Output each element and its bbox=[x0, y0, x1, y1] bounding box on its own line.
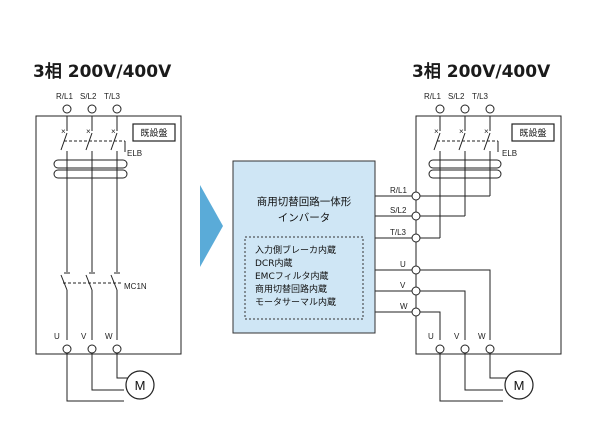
svg-text:×: × bbox=[61, 127, 66, 136]
left-motor-label: M bbox=[135, 378, 146, 393]
left-motor-wire-u bbox=[66, 350, 124, 402]
right-output-node-v bbox=[411, 286, 421, 296]
inverter-box bbox=[232, 160, 376, 334]
right-input-node-t bbox=[411, 233, 421, 243]
right-terminal-v bbox=[460, 344, 470, 354]
right-equipment-label: 既設盤 bbox=[519, 127, 546, 139]
inverter-title-line1: 商用切替回路一体形 bbox=[257, 195, 352, 208]
svg-text:×: × bbox=[484, 127, 489, 136]
left-equipment-label-box bbox=[132, 123, 176, 142]
left-terminal-r-label: R/L1 bbox=[56, 92, 73, 101]
right-terminal-r bbox=[435, 104, 445, 114]
inverter-feature: 商用切替回路内蔵 bbox=[255, 283, 327, 295]
right-panel: 3相 200V/400V R/L1 S/L2 T/L3 既設盤 × × × EL… bbox=[375, 61, 562, 402]
svg-text:×: × bbox=[459, 127, 464, 136]
left-terminal-w-label: W bbox=[105, 332, 113, 341]
left-motor-wire-v bbox=[91, 350, 124, 391]
right-terminal-s-label: S/L2 bbox=[448, 92, 465, 101]
right-input-node-r bbox=[411, 191, 421, 201]
right-output-node-u bbox=[411, 265, 421, 275]
right-motor-label: M bbox=[514, 378, 525, 393]
left-terminal-v bbox=[87, 344, 97, 354]
left-title: 3相 200V/400V bbox=[33, 61, 172, 82]
right-wire-w bbox=[375, 311, 441, 340]
right-terminal-w-label: W bbox=[478, 332, 486, 341]
inverter-input-label-t: T/L3 bbox=[390, 228, 407, 237]
direction-arrow-icon bbox=[200, 185, 223, 267]
right-terminal-s bbox=[460, 104, 470, 114]
left-terminal-u-label: U bbox=[54, 332, 60, 341]
svg-text:×: × bbox=[434, 127, 439, 136]
right-terminal-t bbox=[485, 104, 495, 114]
right-terminal-u bbox=[435, 344, 445, 354]
left-contactor-label: MC1N bbox=[124, 282, 147, 291]
left-terminal-v-label: V bbox=[81, 332, 87, 341]
inverter-feature: EMCフィルタ内蔵 bbox=[255, 270, 329, 282]
svg-text:×: × bbox=[86, 127, 91, 136]
svg-text:×: × bbox=[111, 127, 116, 136]
inverter-output-label-v: V bbox=[400, 281, 406, 290]
left-terminal-r bbox=[62, 104, 72, 114]
right-motor-wire-u bbox=[439, 350, 503, 402]
inverter-title-line2: インバータ bbox=[278, 212, 331, 224]
left-breaker: × × × bbox=[60, 127, 126, 340]
inverter-input-label-r: R/L1 bbox=[390, 186, 407, 195]
right-terminal-w bbox=[485, 344, 495, 354]
right-breaker: × × × bbox=[433, 127, 499, 152]
inverter-feature: 入力側ブレーカ内蔵 bbox=[255, 244, 336, 256]
right-panel-enclosure bbox=[415, 115, 562, 355]
left-terminal-u bbox=[62, 344, 72, 354]
left-terminal-t bbox=[112, 104, 122, 114]
right-equipment-label-box bbox=[511, 123, 555, 142]
right-motor-wire-w bbox=[489, 350, 512, 379]
right-terminal-v-label: V bbox=[454, 332, 460, 341]
left-ct-coils bbox=[53, 159, 128, 179]
right-wire-v bbox=[375, 290, 466, 340]
left-contactor bbox=[60, 272, 123, 291]
inverter-feature: モータサーマル内蔵 bbox=[255, 296, 336, 308]
inverter-output-label-u: U bbox=[400, 260, 406, 269]
inverter-output-label-w: W bbox=[400, 302, 408, 311]
right-terminal-r-label: R/L1 bbox=[424, 92, 441, 101]
left-terminal-s bbox=[87, 104, 97, 114]
left-terminal-s-label: S/L2 bbox=[80, 92, 97, 101]
right-motor-wire-v bbox=[464, 350, 503, 391]
left-motor-symbol bbox=[125, 370, 155, 400]
inverter-input-label-s: S/L2 bbox=[390, 206, 407, 215]
left-panel-enclosure bbox=[35, 115, 182, 355]
right-title: 3相 200V/400V bbox=[412, 61, 551, 82]
right-motor-symbol bbox=[504, 370, 534, 400]
inverter-unit: 商用切替回路一体形 インバータ 入力側ブレーカ内蔵 DCR内蔵 EMCフィルタ内… bbox=[232, 160, 408, 334]
left-panel: 3相 200V/400V R/L1 S/L2 T/L3 既設盤 × × × EL… bbox=[33, 61, 182, 402]
right-breaker-label: ELB bbox=[502, 149, 517, 158]
right-terminal-u-label: U bbox=[428, 332, 434, 341]
right-output-node-w bbox=[411, 307, 421, 317]
left-terminal-w bbox=[112, 344, 122, 354]
right-terminal-t-label: T/L3 bbox=[472, 92, 489, 101]
left-terminal-t-label: T/L3 bbox=[104, 92, 121, 101]
inverter-feature: DCR内蔵 bbox=[255, 257, 292, 269]
left-equipment-label: 既設盤 bbox=[140, 127, 167, 139]
right-input-node-s bbox=[411, 211, 421, 221]
left-breaker-label: ELB bbox=[127, 149, 142, 158]
right-ct-coils bbox=[428, 159, 502, 179]
